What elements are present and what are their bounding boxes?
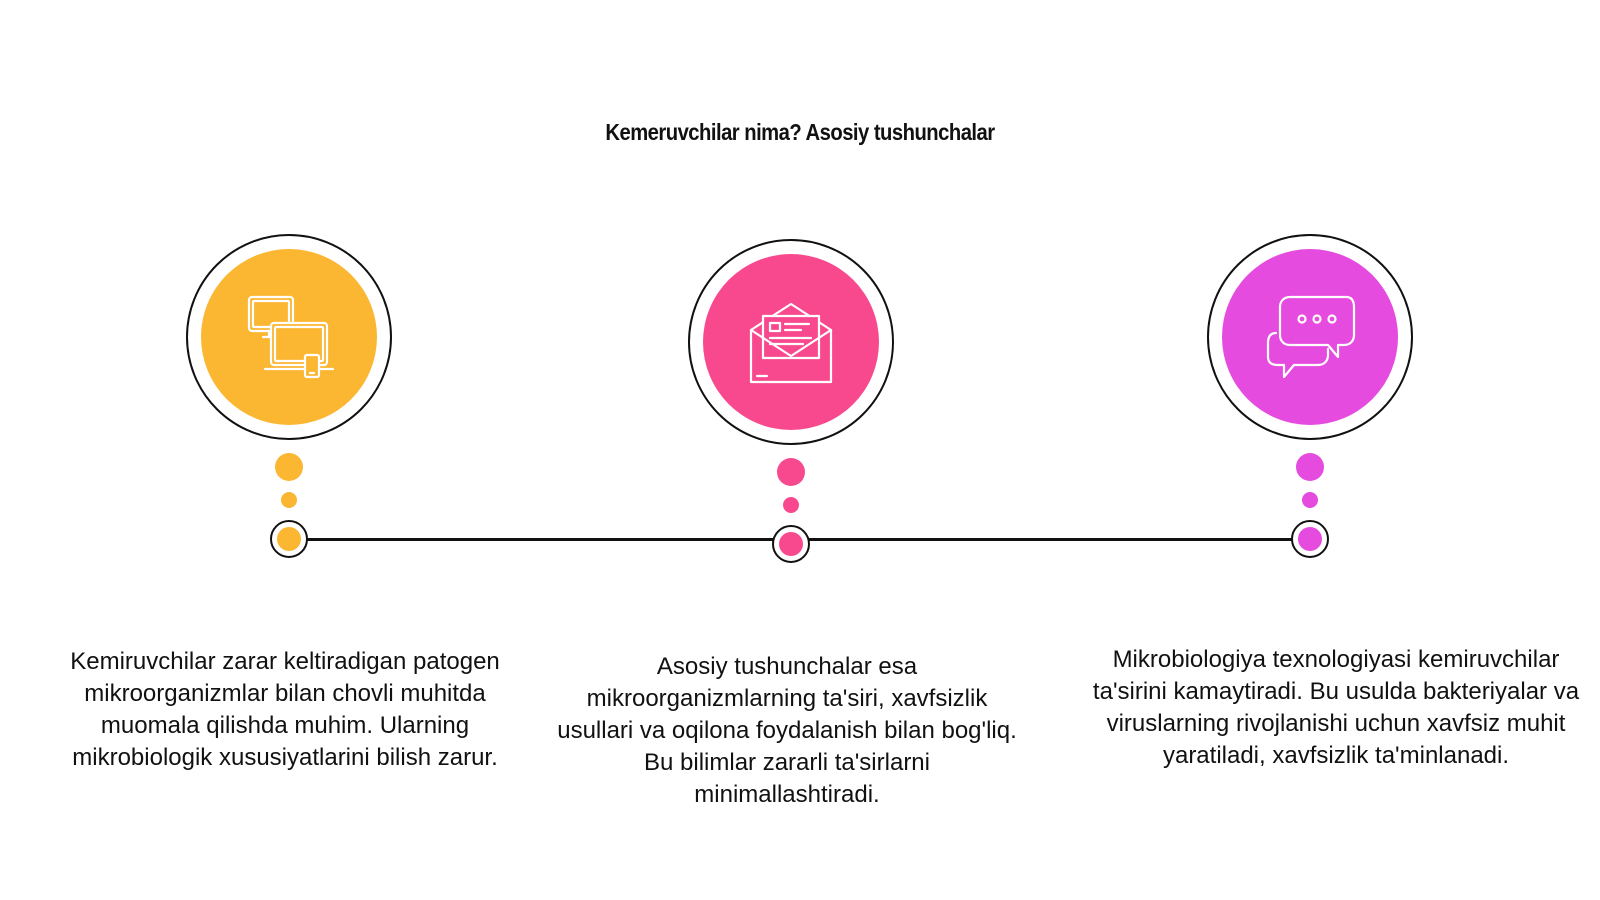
step-3-description: Mikrobiologiya texnologiyasi kemiruvchil… xyxy=(1092,646,1580,769)
chat-bubbles-icon xyxy=(1266,295,1356,379)
step-1-ring xyxy=(186,234,392,440)
step-2-disc xyxy=(703,254,879,430)
step-3-disc xyxy=(1222,249,1398,425)
step-2-connector-dot-small xyxy=(783,497,799,513)
step-1-disc xyxy=(201,249,377,425)
step-2-ring xyxy=(688,239,894,445)
devices-icon xyxy=(247,295,335,379)
envelope-icon xyxy=(749,302,833,384)
step-2-connector-dot-large xyxy=(777,458,805,486)
step-3-node xyxy=(1291,520,1329,558)
step-1-connector-dot-large xyxy=(275,453,303,481)
step-3-connector-dot-small xyxy=(1302,492,1318,508)
step-1-node-fill xyxy=(277,527,301,551)
step-2-node xyxy=(772,525,810,563)
step-1-node xyxy=(270,520,308,558)
step-1-description: Kemiruvchilar zarar keltiradigan patogen… xyxy=(70,648,500,771)
step-3-node-fill xyxy=(1298,527,1322,551)
step-2-node-fill xyxy=(779,532,803,556)
step-1-connector-dot-small xyxy=(281,492,297,508)
diagram-title: Kemeruvchilar nima? Asosiy tushunchalar xyxy=(605,119,995,145)
step-3-connector-dot-large xyxy=(1296,453,1324,481)
step-2-description: Asosiy tushunchalar esa mikroorganizmlar… xyxy=(557,653,1017,808)
step-3-ring xyxy=(1207,234,1413,440)
